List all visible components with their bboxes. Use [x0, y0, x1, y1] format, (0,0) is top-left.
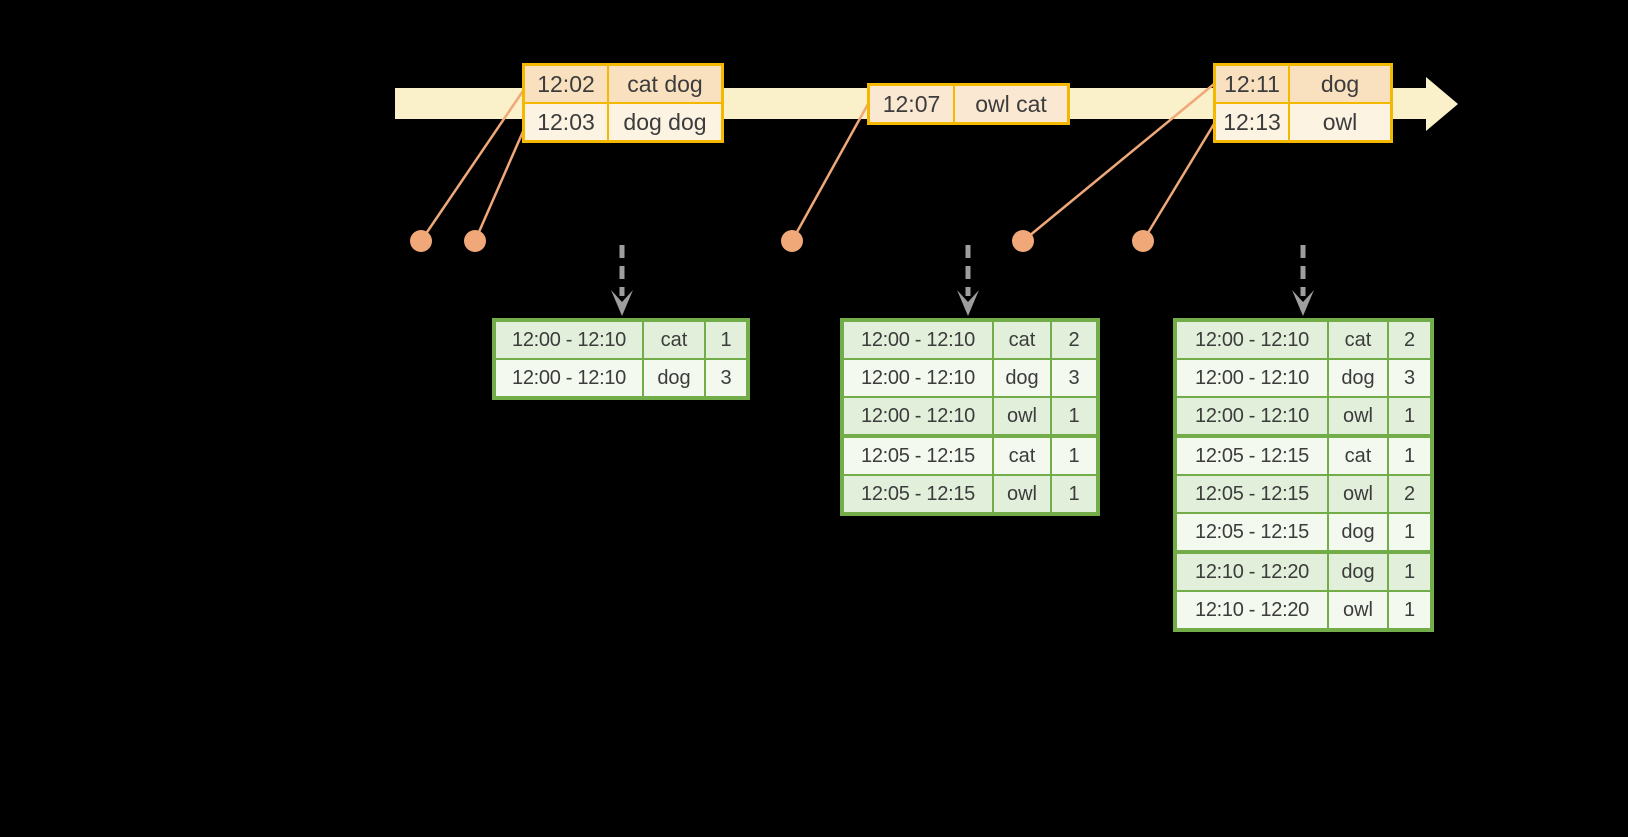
event-words-cell: dog [1290, 66, 1390, 102]
event-marker-line [790, 103, 870, 242]
event-time-cell: 12:13 [1216, 104, 1290, 140]
word-cell: owl [1329, 592, 1389, 628]
event-words-cell: owl [1290, 104, 1390, 140]
word-cell: cat [1329, 322, 1389, 358]
word-cell: cat [994, 322, 1052, 358]
count-cell: 1 [1389, 398, 1430, 434]
word-cell: dog [644, 360, 706, 396]
trigger-arrowhead [1292, 290, 1314, 316]
event-marker-lines [419, 83, 1216, 242]
window-cell: 12:00 - 12:10 [844, 360, 994, 396]
word-cell: owl [1329, 476, 1389, 512]
count-cell: 1 [1052, 398, 1096, 434]
event-marker-line [1141, 123, 1216, 242]
window-cell: 12:05 - 12:15 [1177, 476, 1329, 512]
event-marker-dot [781, 230, 803, 252]
trigger-arrows [611, 245, 1314, 316]
window-cell: 12:00 - 12:10 [844, 322, 994, 358]
count-cell: 1 [1052, 476, 1096, 512]
event-time-cell: 12:03 [525, 104, 609, 140]
window-cell: 12:00 - 12:10 [1177, 398, 1329, 434]
trigger-arrowhead [611, 290, 633, 316]
count-cell: 1 [1389, 592, 1430, 628]
word-cell: owl [1329, 398, 1389, 434]
window-cell: 12:00 - 12:10 [1177, 360, 1329, 396]
window-cell: 12:10 - 12:20 [1177, 592, 1329, 628]
count-cell: 1 [1389, 438, 1430, 474]
word-cell: owl [994, 476, 1052, 512]
event-marker-dot [1132, 230, 1154, 252]
event-marker-dots [410, 230, 1154, 252]
timeline-arrowhead [1426, 77, 1458, 131]
window-cell: 12:00 - 12:10 [496, 360, 644, 396]
count-cell: 2 [1389, 322, 1430, 358]
event-time-cell: 12:07 [870, 86, 955, 122]
word-cell: cat [1329, 438, 1389, 474]
count-cell: 1 [1389, 514, 1430, 550]
event-words-cell: dog dog [609, 104, 721, 140]
window-cell: 12:00 - 12:10 [1177, 322, 1329, 358]
window-cell: 12:00 - 12:10 [496, 322, 644, 358]
word-cell: dog [994, 360, 1052, 396]
word-cell: cat [994, 438, 1052, 474]
event-time-cell: 12:02 [525, 66, 609, 102]
word-cell: dog [1329, 554, 1389, 590]
event-words-cell: owl cat [955, 86, 1067, 122]
word-cell: owl [994, 398, 1052, 434]
count-cell: 1 [1052, 438, 1096, 474]
window-cell: 12:05 - 12:15 [844, 438, 994, 474]
window-cell: 12:05 - 12:15 [1177, 514, 1329, 550]
window-cell: 12:05 - 12:15 [844, 476, 994, 512]
event-marker-line [1022, 83, 1215, 242]
event-marker-line [419, 87, 527, 242]
event-marker-line [473, 126, 527, 242]
window-cell: 12:10 - 12:20 [1177, 554, 1329, 590]
count-cell: 1 [1389, 554, 1430, 590]
event-marker-dot [1012, 230, 1034, 252]
count-cell: 3 [1389, 360, 1430, 396]
event-time-cell: 12:11 [1216, 66, 1290, 102]
event-marker-dot [464, 230, 486, 252]
count-cell: 1 [706, 322, 746, 358]
word-cell: cat [644, 322, 706, 358]
word-cell: dog [1329, 514, 1389, 550]
event-marker-dot [410, 230, 432, 252]
window-cell: 12:00 - 12:10 [844, 398, 994, 434]
word-cell: dog [1329, 360, 1389, 396]
count-cell: 3 [706, 360, 746, 396]
window-cell: 12:05 - 12:15 [1177, 438, 1329, 474]
event-words-cell: cat dog [609, 66, 721, 102]
count-cell: 2 [1389, 476, 1430, 512]
count-cell: 3 [1052, 360, 1096, 396]
count-cell: 2 [1052, 322, 1096, 358]
trigger-arrowhead [957, 290, 979, 316]
